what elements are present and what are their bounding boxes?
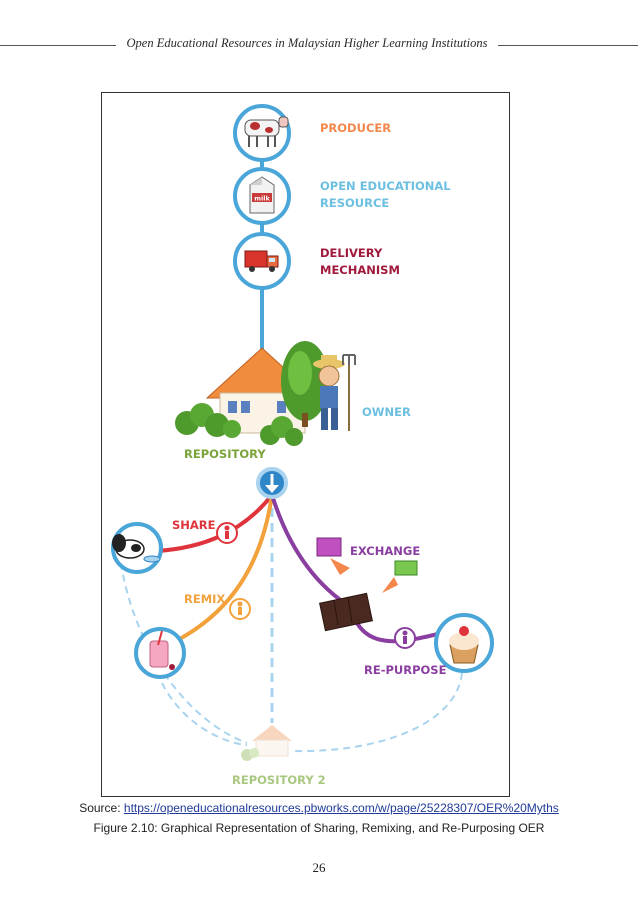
remix-person-icon [229,598,251,620]
figure-caption: Figure 2.10: Graphical Representation of… [93,821,545,835]
exchange-branch-line [270,494,354,610]
share-label: SHARE [172,518,216,532]
oer-label-line1: OPEN EDUCATIONAL [320,179,451,193]
dashed-repurpose-path [291,672,463,753]
remix-label: REMIX [184,592,225,606]
header-rule-right [498,45,638,46]
repository-label: REPOSITORY [184,447,266,461]
running-header: Open Educational Resources in Malaysian … [0,36,638,56]
smoothie-icon [149,630,175,670]
farmer-owner-icon [313,354,356,431]
oer-diagram: PRODUCER milk OPEN EDUCATIONAL RESOURCE … [111,104,494,787]
owner-label: OWNER [362,405,411,419]
exchange-gift-icon [316,537,350,575]
producer-label: PRODUCER [320,121,391,135]
repository2-label: REPOSITORY 2 [232,773,326,787]
repository2-house-icon [241,725,292,761]
svg-text:milk: milk [254,195,270,203]
repurpose-person-icon [394,627,416,649]
delivery-label-line1: DELIVERY [320,246,383,260]
exchange-truck-icon [382,560,418,593]
page-number: 26 [312,860,326,875]
remix-branch-line [171,494,274,645]
dashed-remix-path [161,682,248,746]
header-rule-left [0,45,116,46]
milk-carton-icon: milk [249,176,275,214]
oer-label-line2: RESOURCE [320,196,389,210]
bush-left-icon [175,403,241,438]
download-arrow-icon [256,467,288,499]
repurpose-label: RE-PURPOSE [364,663,447,677]
oer-figure: PRODUCER milk OPEN EDUCATIONAL RESOURCE … [101,92,510,797]
delivery-label-line2: MECHANISM [320,263,400,277]
repurpose-branch-line [355,621,443,644]
share-person-icon [216,522,238,544]
running-header-title: Open Educational Resources in Malaysian … [126,36,488,50]
bush-right-icon [260,416,303,446]
cupcake-icon [449,626,479,664]
source-prefix: Source: [79,801,124,815]
dog-icon [112,534,161,563]
chocolate-icon [319,592,373,632]
source-link[interactable]: https://openeducationalresources.pbworks… [123,801,559,815]
delivery-truck-icon [244,250,279,272]
cow-icon [244,116,289,147]
figure-source: Source: https://openeducationalresources… [0,801,638,815]
exchange-label: EXCHANGE [350,544,420,558]
